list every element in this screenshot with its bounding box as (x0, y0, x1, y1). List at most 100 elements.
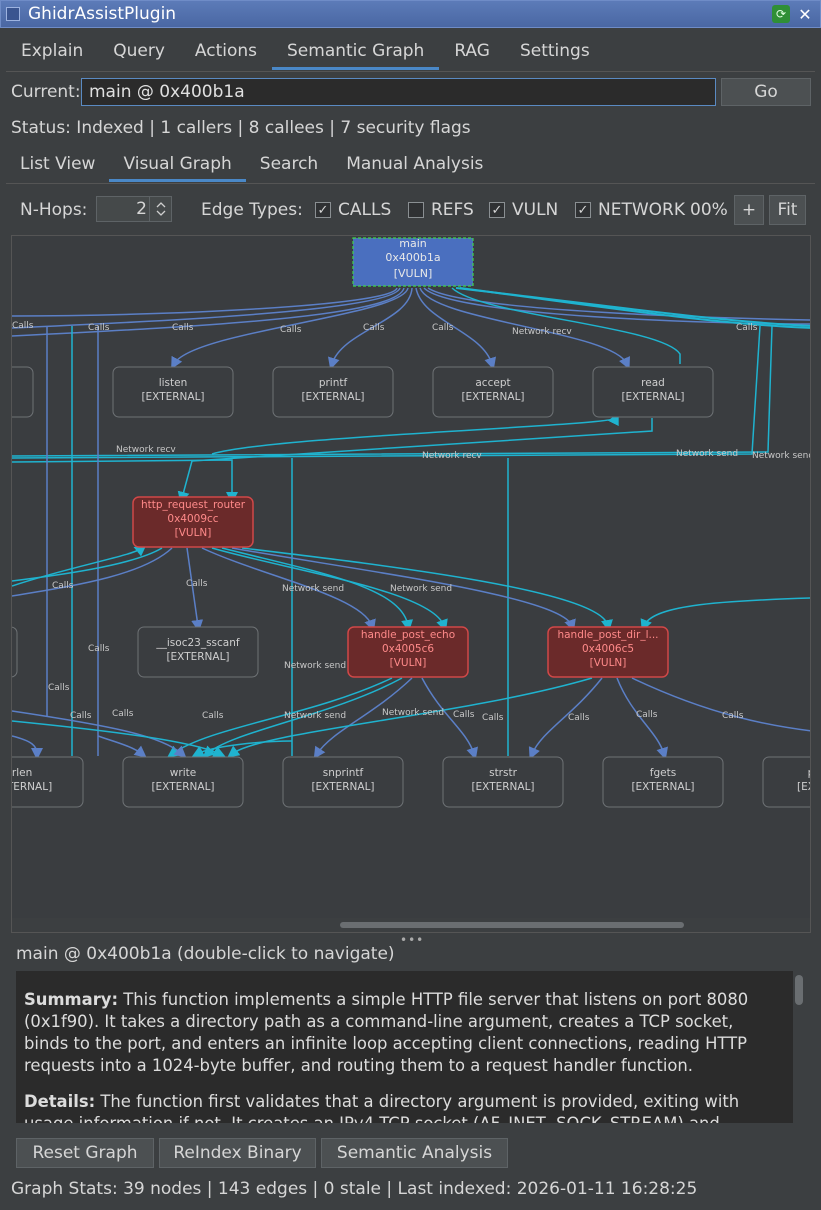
edge-label: Network send (390, 584, 452, 594)
graph-node-isoc23-sscanf[interactable]: __isoc23_sscanf [EXTERNAL] (137, 626, 259, 678)
nhops-value[interactable]: 2 (136, 199, 147, 219)
edge-label: Network send (382, 708, 444, 718)
semantic-analysis-button[interactable]: Semantic Analysis (321, 1138, 508, 1168)
node-tag: [EXTERNAL] (301, 391, 364, 403)
fit-button[interactable]: Fit (769, 195, 806, 225)
splitter-handle-icon[interactable]: ••• (400, 933, 425, 947)
edge-type-calls-checkbox[interactable]: ✓ CALLS (315, 200, 391, 220)
refresh-icon[interactable]: ⟳ (772, 5, 790, 23)
tab-search[interactable]: Search (259, 154, 319, 174)
node-addr: 0x4006c5 (582, 643, 634, 655)
tab-explain[interactable]: Explain (21, 41, 84, 61)
graph-node-handle-post-dir[interactable]: handle_post_dir_l... 0x4006c5 [VULN] (547, 626, 669, 678)
close-icon[interactable]: ✕ (798, 4, 812, 24)
edge-types-label: Edge Types: (201, 200, 303, 220)
graph-node-read[interactable]: read [EXTERNAL] (592, 366, 714, 418)
sub-tab-bar: List View Visual Graph Search Manual Ana… (6, 148, 815, 184)
tab-query[interactable]: Query (113, 41, 165, 61)
graph-node-handle-post-echo[interactable]: handle_post_echo 0x4005c6 [VULN] (347, 626, 469, 678)
edge-type-refs-label: REFS (431, 200, 474, 220)
details-text: The function first validates that a dire… (24, 1092, 740, 1123)
edge-label: Calls (482, 713, 504, 723)
tab-visual-graph[interactable]: Visual Graph (109, 148, 246, 182)
node-tag: [VULN] (175, 527, 212, 539)
checkbox-icon[interactable]: ✓ (575, 202, 591, 218)
node-name: http_request_router (141, 499, 246, 511)
description-panel: Summary: This function implements a simp… (16, 971, 793, 1123)
node-name: fgets (650, 767, 676, 779)
spinner-arrows-icon[interactable] (149, 197, 171, 221)
edge-label: Calls (88, 323, 110, 333)
graph-svg[interactable]: Calls Calls Calls Calls Calls Calls Netw… (12, 236, 811, 933)
graph-node-external[interactable] (12, 626, 18, 678)
checkbox-icon[interactable]: ✓ (489, 202, 505, 218)
node-addr: 0x4005c6 (382, 643, 434, 655)
graph-node-listen[interactable]: listen [EXTERNAL] (112, 366, 234, 418)
edge-label: Calls (568, 713, 590, 723)
nhops-label: N-Hops: (20, 200, 88, 220)
window-titlebar: GhidrAssistPlugin ⟳ ✕ (0, 0, 821, 28)
tab-rag[interactable]: RAG (454, 41, 490, 61)
graph-node-strlen[interactable]: trlen XTERNAL] (12, 756, 84, 808)
tab-semantic-graph[interactable]: Semantic Graph (272, 34, 440, 70)
current-function-input[interactable]: main @ 0x400b1a (81, 78, 716, 106)
node-name: trlen (12, 767, 32, 779)
node-name: listen (159, 377, 188, 389)
node-tag: [EXTERNAL] (471, 781, 534, 793)
graph-canvas[interactable]: Calls Calls Calls Calls Calls Calls Netw… (11, 235, 811, 933)
graph-node-write[interactable]: write [EXTERNAL] (122, 756, 244, 808)
graph-edges (12, 287, 810, 760)
edge-label: Calls (12, 321, 34, 331)
app-icon (6, 7, 20, 21)
graph-node-accept[interactable]: accept [EXTERNAL] (432, 366, 554, 418)
checkbox-icon[interactable]: ✓ (315, 202, 331, 218)
edge-type-calls-label: CALLS (338, 200, 392, 220)
edge-label: Calls (88, 644, 110, 654)
graph-node-http-request-router[interactable]: http_request_router 0x4009cc [VULN] (132, 496, 254, 548)
edge-type-vuln-checkbox[interactable]: ✓ VULN (489, 200, 558, 220)
window-title: GhidrAssistPlugin (28, 4, 177, 24)
graph-node-external[interactable] (12, 366, 34, 418)
tab-manual-analysis[interactable]: Manual Analysis (346, 154, 484, 174)
node-tag: [VULN] (590, 657, 627, 669)
node-tag: [EXTERNAL] (166, 651, 229, 663)
reindex-binary-button[interactable]: ReIndex Binary (159, 1138, 316, 1168)
edge-label: Calls (432, 323, 454, 333)
node-addr: 0x400b1a (385, 251, 440, 264)
edge-type-refs-checkbox[interactable]: REFS (408, 200, 474, 220)
tab-list-view[interactable]: List View (20, 154, 96, 174)
graph-node-fgets[interactable]: fgets [EXTERNAL] (602, 756, 724, 808)
tab-actions[interactable]: Actions (194, 41, 258, 61)
edge-label: Calls (70, 711, 92, 721)
reset-graph-button[interactable]: Reset Graph (16, 1138, 154, 1168)
main-tab-bar: Explain Query Actions Semantic Graph RAG… (6, 34, 815, 72)
nhops-spinner[interactable]: 2 (96, 196, 172, 222)
edge-label: Calls (736, 323, 758, 333)
graph-horizontal-scrollbar[interactable] (12, 918, 810, 932)
graph-node-printf[interactable]: printf [EXTERNAL] (272, 366, 394, 418)
scrollbar-thumb[interactable] (340, 922, 684, 928)
current-label: Current: (11, 82, 81, 102)
summary-label: Summary: (24, 990, 119, 1009)
edge-label: Network send (752, 451, 811, 461)
node-name: printf (319, 377, 348, 389)
tab-settings[interactable]: Settings (519, 41, 590, 61)
graph-node-snprintf[interactable]: snprintf [EXTERNAL] (282, 756, 404, 808)
edge-label: Network recv (116, 445, 176, 455)
edge-label: Calls (453, 710, 475, 720)
node-tag: [VULN] (394, 267, 433, 280)
graph-node-main[interactable]: main 0x400b1a [VULN] (352, 237, 474, 287)
graph-node-external[interactable]: p [EX (762, 756, 811, 808)
node-tag: [EXTERNAL] (631, 781, 694, 793)
graph-node-strstr[interactable]: strstr [EXTERNAL] (442, 756, 564, 808)
description-scrollbar[interactable] (795, 975, 803, 1005)
edge-type-network-checkbox[interactable]: ✓ NETWORK (575, 200, 685, 220)
edge-label: Calls (172, 323, 194, 333)
zoom-in-button[interactable]: + (734, 195, 764, 225)
edge-label: Calls (280, 325, 302, 335)
details-paragraph: Details: The function first validates th… (24, 1091, 781, 1123)
graph-nodes[interactable]: main 0x400b1a [VULN] listen [EXTERNAL] p… (12, 237, 811, 808)
checkbox-icon[interactable] (408, 202, 424, 218)
node-name: snprintf (323, 767, 364, 779)
go-button[interactable]: Go (721, 78, 811, 106)
